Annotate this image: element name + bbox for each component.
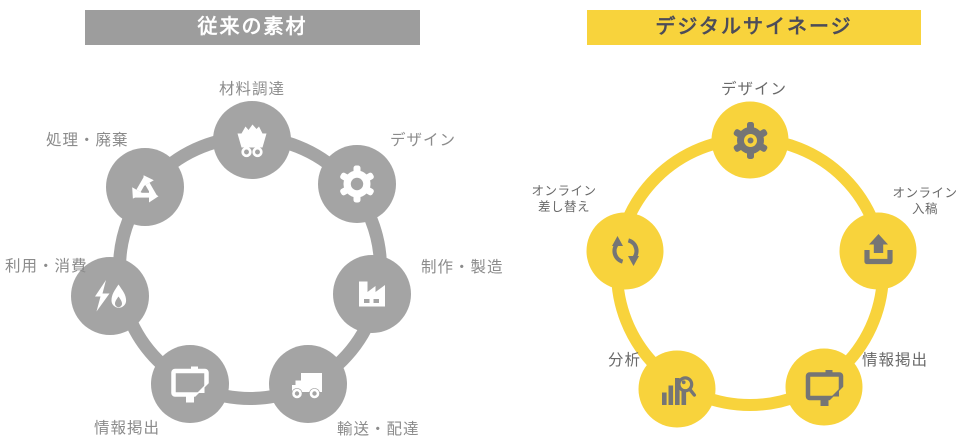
- signboard-icon: [171, 366, 209, 403]
- label-disposal: 処理・廃棄: [46, 132, 129, 149]
- label-online-replacement-line2: 差し替え: [537, 199, 591, 214]
- signboard-icon: [805, 369, 843, 406]
- label-use-consumption: 利用・消費: [5, 258, 88, 275]
- truck-icon: [291, 373, 322, 399]
- label-analysis: 分析: [608, 352, 642, 369]
- left-title-banner: 従来の素材: [85, 10, 420, 45]
- label-ds-design: デザイン: [720, 81, 788, 98]
- factory-icon: [359, 281, 385, 307]
- node-information-posting: [151, 345, 229, 423]
- gear-icon: [733, 121, 767, 159]
- chart-magnifier-icon: [661, 375, 696, 405]
- node-manufacturing: [333, 255, 411, 333]
- recycle-icon: [132, 175, 159, 203]
- label-material-procurement: 材料調達: [218, 81, 286, 98]
- label-online-replacement: オンライン 差し替え: [531, 184, 596, 215]
- label-design: デザイン: [390, 132, 457, 149]
- node-ds-design: [711, 101, 789, 179]
- right-title-banner: デジタルサイネージ: [587, 10, 921, 45]
- node-disposal: [106, 148, 184, 226]
- node-material-procurement: [213, 101, 291, 179]
- refresh-icon: [611, 235, 639, 266]
- label-online-submission-line1: オンライン: [892, 186, 958, 200]
- label-online-submission: オンライン 入稿: [892, 186, 957, 217]
- node-design: [318, 145, 396, 223]
- node-ds-information-posting: [785, 348, 863, 426]
- label-manufacturing: 制作・製造: [421, 259, 504, 276]
- label-online-submission-line2: 入稿: [911, 201, 939, 216]
- node-analysis: [638, 350, 716, 428]
- label-information-posting: 情報掲出: [94, 420, 161, 437]
- node-use-consumption: [71, 257, 149, 335]
- label-transport-delivery: 輸送・配達: [337, 421, 420, 438]
- energy-icon: [95, 280, 127, 312]
- upload-icon: [863, 233, 893, 264]
- mine-cart-icon: [237, 124, 267, 158]
- label-ds-information-posting: 情報掲出: [862, 352, 929, 369]
- label-online-replacement-line1: オンライン: [531, 184, 597, 198]
- node-online-replacement: [586, 212, 664, 290]
- node-online-submission: [839, 212, 917, 290]
- node-transport-delivery: [269, 345, 347, 423]
- gear-icon: [340, 165, 374, 203]
